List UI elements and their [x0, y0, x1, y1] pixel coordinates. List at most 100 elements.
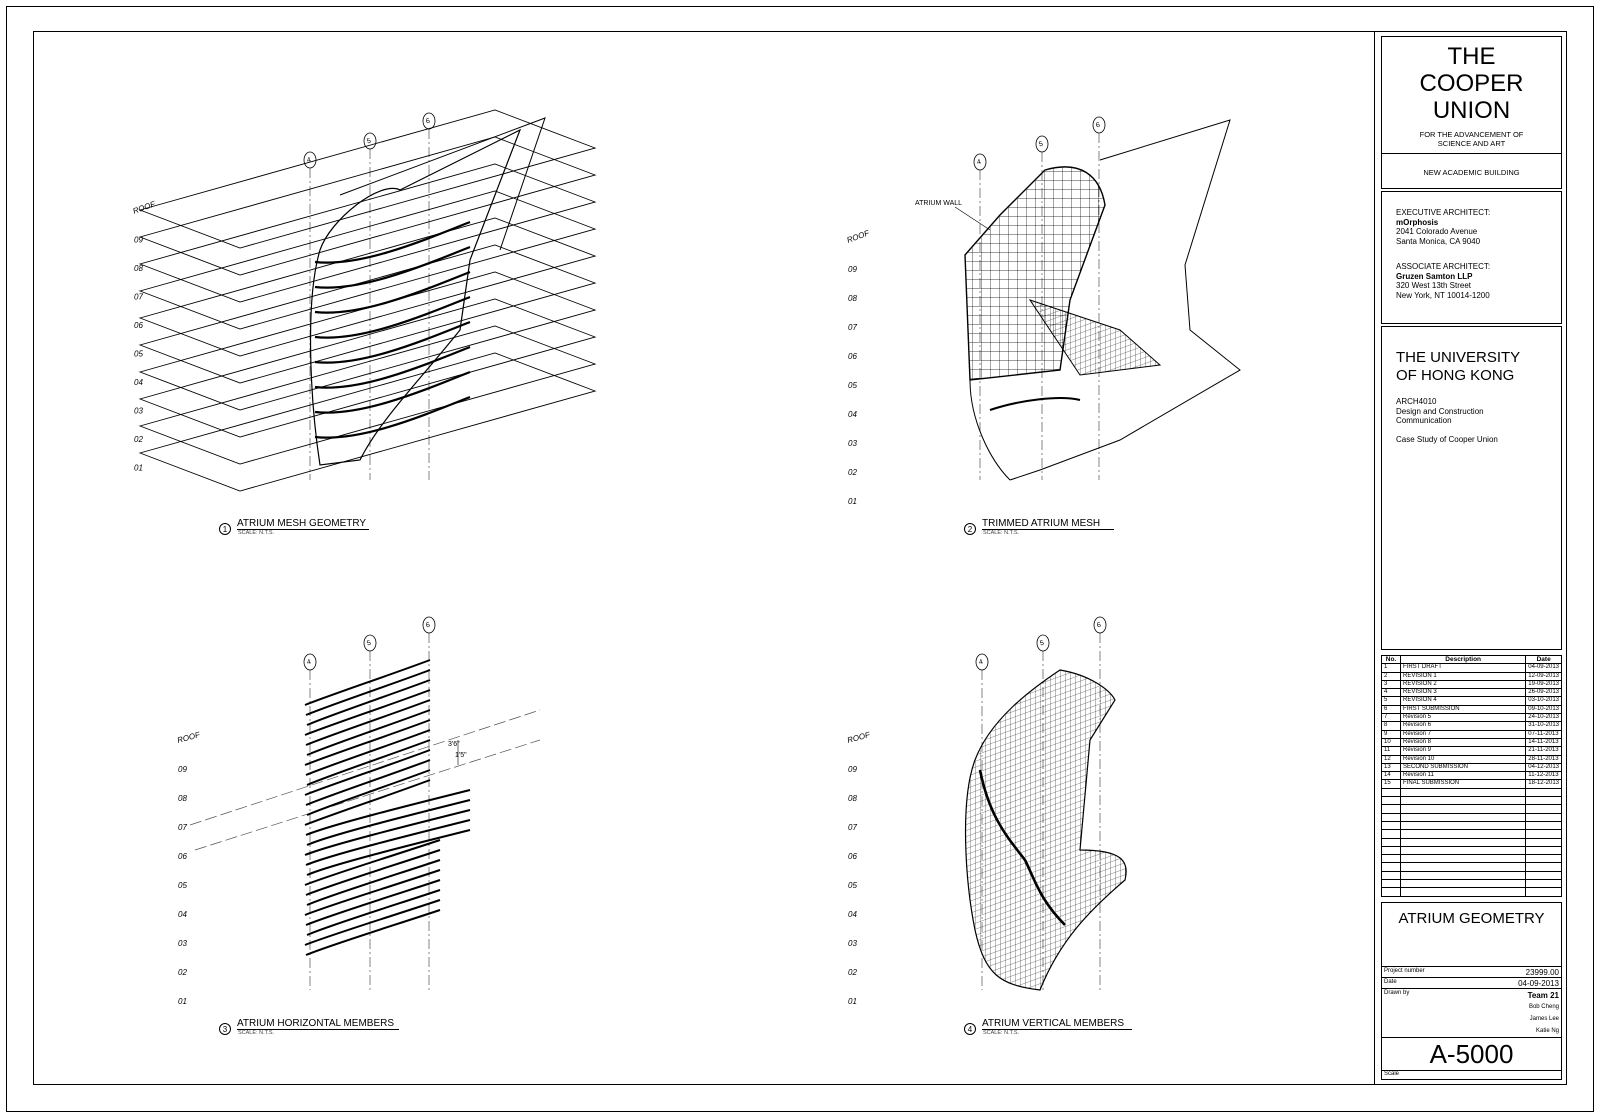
revision-cell-empty [1525, 837, 1562, 847]
level-label-06: 06 [848, 352, 857, 361]
revision-cell-empty [1525, 854, 1562, 864]
level-label-04: 04 [134, 378, 143, 387]
revision-cell-empty [1381, 787, 1401, 798]
floor-plate [138, 352, 597, 492]
revision-row-empty [1381, 829, 1562, 839]
architects-box: EXECUTIVE ARCHITECT: mOrphosis 2041 Colo… [1381, 191, 1562, 324]
revision-date: 18-12-2013 [1525, 779, 1562, 789]
revision-no: 7 [1381, 713, 1401, 723]
revision-row-empty [1381, 804, 1562, 814]
horizontal-member [304, 839, 441, 886]
revision-cell-empty [1381, 812, 1401, 822]
title-block: THE COOPER UNION FOR THE ADVANCEMENT OF … [1374, 31, 1567, 1085]
date-row: Date 04-09-2013 [1382, 978, 1561, 989]
grid-label-6: 6 [1096, 622, 1102, 630]
revision-row-empty [1381, 787, 1562, 798]
school-name-line-1: THE [1447, 43, 1496, 70]
view-scale-1: SCALE: N.T.S. [238, 530, 275, 536]
building-name: NEW ACADEMIC BUILDING [1423, 168, 1520, 177]
revision-cell-empty [1525, 829, 1562, 839]
grid-label-6: 6 [425, 622, 431, 630]
revision-no: 15 [1381, 779, 1401, 789]
course-code: ARCH4010 [1396, 397, 1437, 406]
team-name: Team 21 [1527, 991, 1559, 1000]
view-number-2: 2 [964, 523, 976, 535]
revision-cell-empty [1525, 796, 1562, 806]
project-number-label: Project number [1384, 968, 1425, 974]
level-label-04: 04 [848, 910, 857, 919]
level-label-roof: ROOF [846, 228, 872, 245]
revision-no: 4 [1381, 688, 1401, 698]
revision-no: 6 [1381, 704, 1401, 715]
revision-date: 04-12-2013 [1525, 762, 1562, 773]
level-label-02: 02 [848, 468, 857, 477]
revision-date: 04-09-2013 [1525, 663, 1562, 673]
horizontal-member [304, 899, 441, 946]
assoc-architect-address2: New York, NT 10014-1200 [1396, 290, 1490, 300]
assoc-architect-address1: 320 West 13th Street [1396, 281, 1472, 290]
drawing-frame [33, 31, 1567, 1085]
leader-line [954, 206, 991, 231]
revision-description: Revision 8 [1399, 737, 1527, 748]
revision-cell-empty [1525, 870, 1562, 881]
grid-label-6: 6 [1095, 122, 1101, 130]
level-label-06: 06 [178, 852, 187, 861]
project-number: 23999.00 [1525, 968, 1559, 977]
view-title-2: TRIMMED ATRIUM MESH [982, 518, 1114, 530]
revision-no: 13 [1381, 762, 1401, 773]
level-label-09: 09 [134, 236, 143, 245]
floor-plate [138, 136, 597, 276]
revision-date: 28-11-2013 [1525, 754, 1562, 764]
revision-description: FINAL SUBMISSION [1399, 779, 1527, 789]
school-subtitle-line-1: FOR THE ADVANCEMENT OF [1419, 130, 1524, 139]
revision-cell-empty [1525, 787, 1562, 798]
atrium-mesh-grid [964, 166, 1106, 381]
revision-description: Revision 11 [1399, 771, 1527, 781]
revision-date: 09-10-2013 [1525, 704, 1562, 715]
atrium-slab-edge [314, 345, 471, 389]
level-label-09: 09 [848, 765, 857, 774]
atrium-slab-edge [314, 220, 471, 264]
horizontal-member [305, 699, 431, 746]
sheet-title: ATRIUM GEOMETRY [1398, 910, 1545, 927]
sheet-number: A-5000 [1382, 1038, 1561, 1071]
sheet-title-box: ATRIUM GEOMETRY [1381, 902, 1562, 967]
revision-date: 21-11-2013 [1525, 746, 1562, 756]
revision-description: REVISION 3 [1399, 688, 1527, 698]
revision-cell-empty [1381, 804, 1401, 814]
atrium-wall-label: ATRIUM WALL [915, 200, 962, 207]
grid-label-6: 6 [425, 118, 431, 126]
revision-description: FIRST DRAFT [1399, 663, 1527, 673]
grid-label-5: 5 [1038, 141, 1044, 149]
level-label-05: 05 [848, 381, 857, 390]
horizontal-member [304, 659, 431, 706]
exec-architect-address1: 2041 Colorado Avenue [1396, 227, 1478, 236]
building-box: NEW ACADEMIC BUILDING [1381, 153, 1562, 189]
level-label-08: 08 [178, 794, 187, 803]
revision-row-empty [1381, 862, 1562, 872]
level-label-04: 04 [848, 410, 857, 419]
revision-cell-empty [1399, 829, 1527, 839]
horizontal-member [305, 759, 431, 806]
level-label-02: 02 [178, 968, 187, 977]
revision-cell-empty [1399, 837, 1527, 847]
school-name-line-3: UNION [1432, 97, 1511, 124]
revision-cell-empty [1381, 829, 1401, 839]
floor-plate [138, 190, 597, 330]
revision-cell-empty [1399, 787, 1527, 798]
level-label-04: 04 [178, 910, 187, 919]
revision-cell-empty [1525, 862, 1562, 872]
assoc-architect-heading: ASSOCIATE ARCHITECT: [1396, 262, 1491, 271]
revision-row-empty [1381, 845, 1562, 856]
level-label-07: 07 [848, 323, 857, 332]
level-label-03: 03 [848, 939, 857, 948]
revision-cell-empty [1381, 887, 1401, 897]
level-label-07: 07 [848, 823, 857, 832]
revision-row-empty [1381, 837, 1562, 847]
trimmed-mesh-lower [969, 379, 1011, 481]
